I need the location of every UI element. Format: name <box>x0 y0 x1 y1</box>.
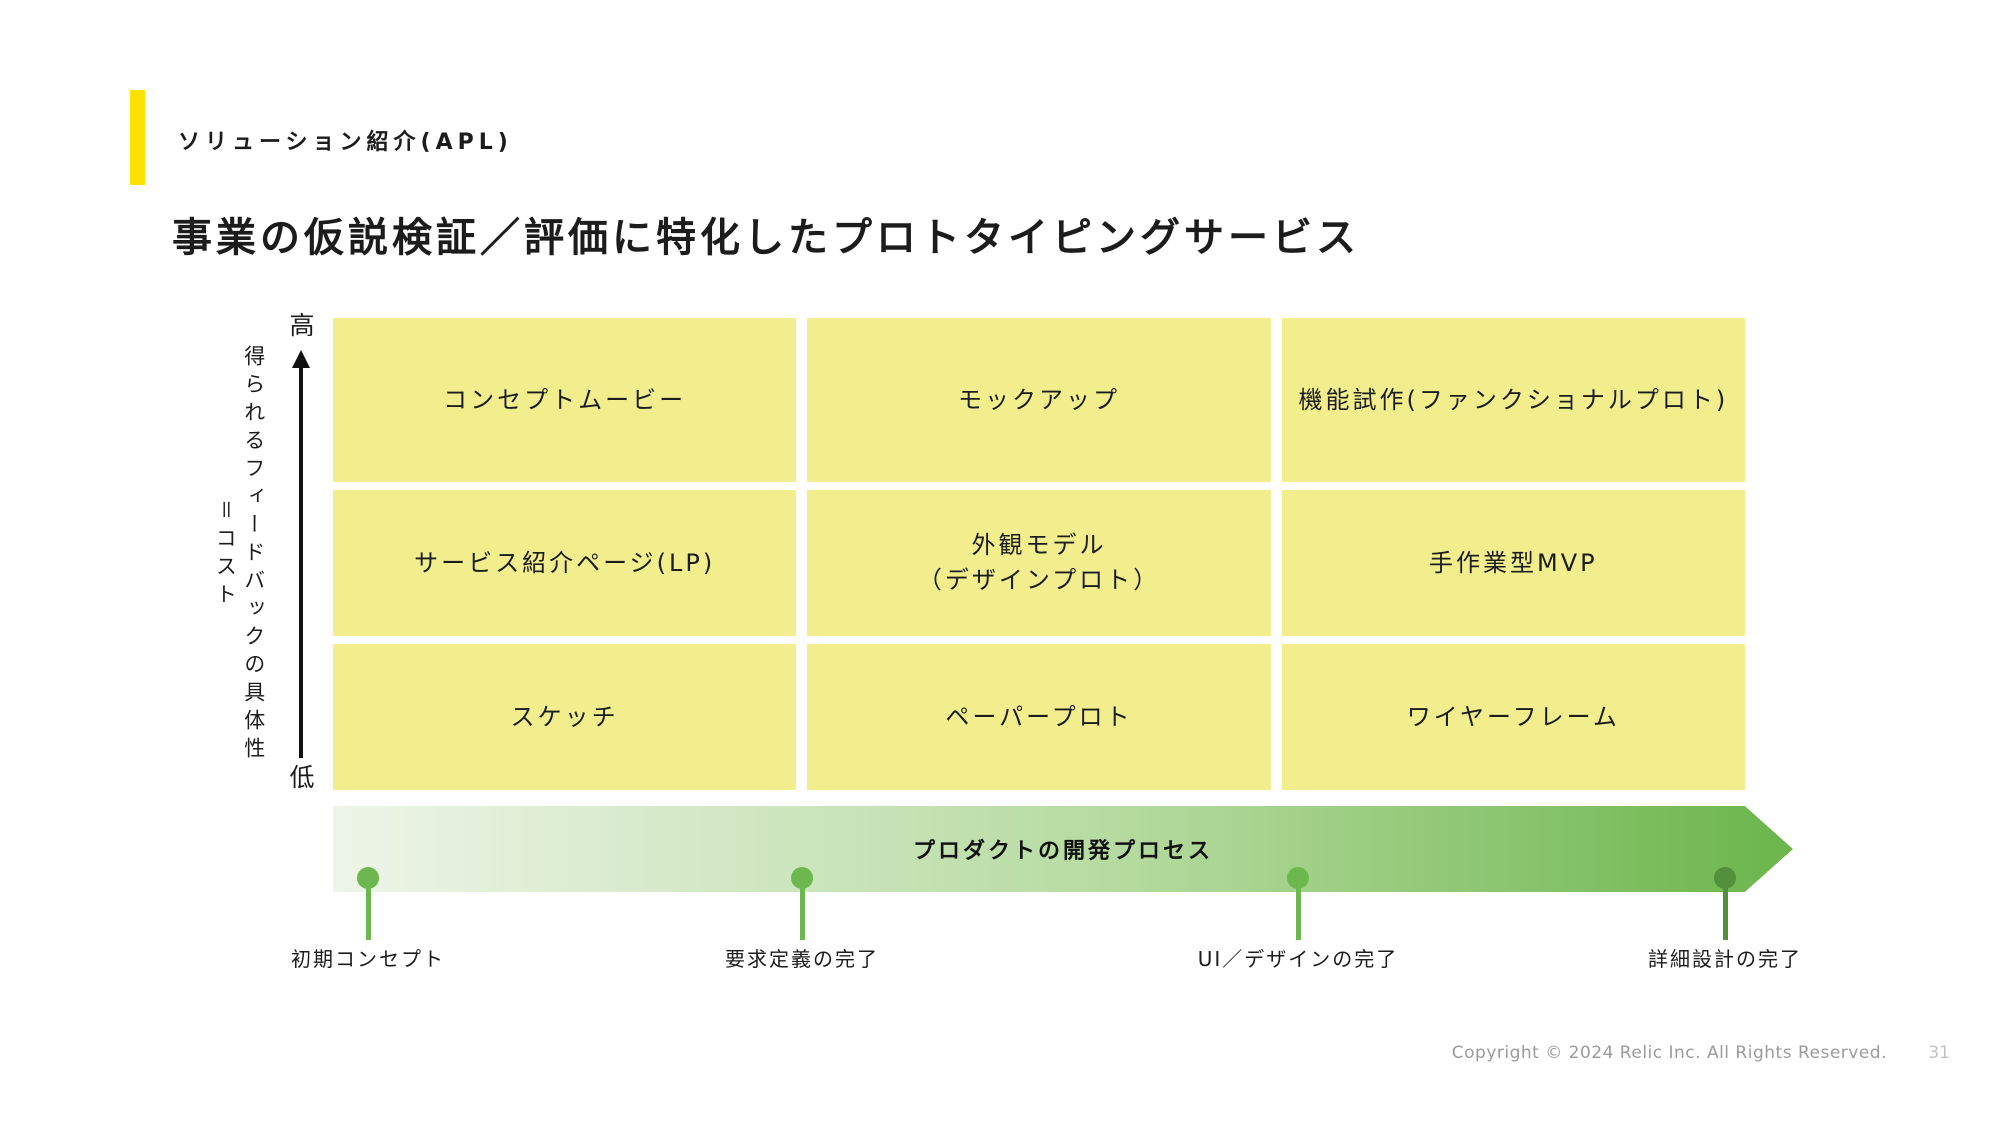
matrix-cell: モックアップ <box>807 318 1271 482</box>
milestone-label: UI／デザインの完了 <box>1197 947 1399 971</box>
matrix-cell: 手作業型MVP <box>1281 490 1745 636</box>
section-label: ソリューション紹介(APL) <box>178 130 513 155</box>
y-axis-title: 得られるフィードバックの具体性 ＝コスト <box>211 325 268 785</box>
matrix-cell: スケッチ <box>333 644 797 790</box>
milestone-label: 要求定義の完了 <box>725 947 879 971</box>
process-arrow-label: プロダクトの開発プロセス <box>912 839 1213 864</box>
matrix-cell: コンセプトムービー <box>333 318 797 482</box>
milestone-dot-icon <box>791 867 813 889</box>
up-arrow-icon <box>292 350 310 368</box>
matrix-cell: 外観モデル （デザインプロト） <box>807 490 1271 636</box>
y-axis-line <box>299 364 303 758</box>
page-title: 事業の仮説検証／評価に特化したプロトタイピングサービス <box>172 215 1360 261</box>
matrix-grid: コンセプトムービー モックアップ 機能試作(ファンクショナルプロト) サービス紹… <box>333 318 1745 790</box>
matrix-cell: ワイヤーフレーム <box>1281 644 1745 790</box>
page-number: 31 <box>1928 1043 1950 1063</box>
milestone-dot-icon <box>1714 867 1736 889</box>
matrix-cell: サービス紹介ページ(LP) <box>333 490 797 636</box>
process-arrow-band: プロダクトの開発プロセス <box>333 806 1793 892</box>
matrix-cell: 機能試作(ファンクショナルプロト) <box>1281 318 1745 482</box>
accent-bar <box>130 90 145 185</box>
milestone-stem <box>800 878 805 940</box>
axis-high-label: 高 <box>289 311 315 340</box>
matrix-cell: ペーパープロト <box>807 644 1271 790</box>
milestone-label: 詳細設計の完了 <box>1648 947 1802 971</box>
y-axis-title-sub: ＝コスト <box>213 499 238 611</box>
milestone-label: 初期コンセプト <box>291 947 445 971</box>
axis-low-label: 低 <box>289 763 315 792</box>
copyright-text: Copyright © 2024 Relic Inc. All Rights R… <box>1451 1043 1887 1063</box>
milestone-dot-icon <box>1287 867 1309 889</box>
milestone-stem <box>1296 878 1301 940</box>
milestone-stem <box>366 878 371 940</box>
milestone-stem <box>1723 878 1728 940</box>
y-axis-title-main: 得られるフィードバックの具体性 <box>241 345 266 765</box>
milestone-dot-icon <box>357 867 379 889</box>
